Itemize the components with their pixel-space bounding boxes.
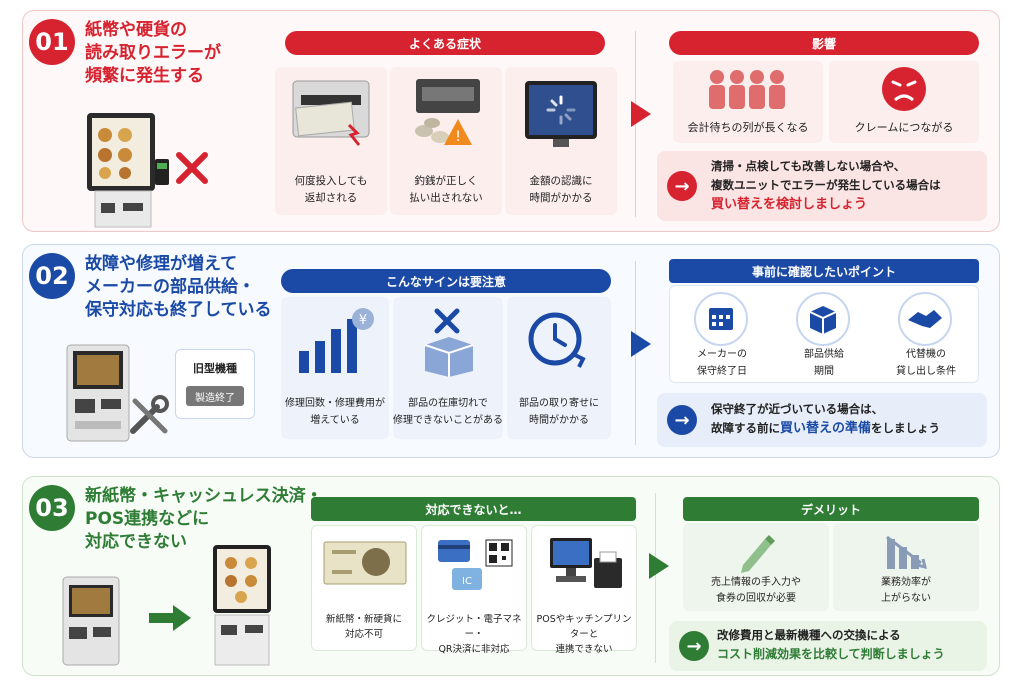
handshake-icon (898, 292, 952, 346)
cant-label: POSやキッチンプリンターと 連携できない (536, 614, 632, 655)
angry-face-icon (882, 67, 926, 111)
old-kiosk-illustration (66, 344, 130, 442)
cant-card: IC クレジット・電子マネー・ QR決済に非対応 (421, 525, 527, 655)
section-number: 01 (29, 19, 75, 65)
demerit-card: 売上情報の手入力や 食券の回収が必要 (683, 523, 829, 611)
svg-text:!: ! (455, 129, 461, 145)
demerit-label: 売上情報の手入力や 食券の回収が必要 (711, 577, 801, 604)
cashless-payment-icon: IC (438, 539, 513, 590)
declining-chart-icon (886, 535, 928, 570)
advice-note: → 改修費用と最新機種への交換による コスト削減効果を比較して判断しましょう (669, 621, 987, 671)
demerit-label: 業務効率が 上がらない (881, 577, 931, 604)
note-line: 改修費用と最新機種への交換による (717, 628, 901, 642)
impact-label: クレームにつながる (854, 121, 954, 134)
section-number: 02 (29, 253, 75, 299)
bill-reject-icon (292, 80, 370, 146)
cant-header: 対応できないと… (311, 497, 636, 521)
signs-header: こんなサインは要注意 (281, 269, 611, 293)
svg-text:¥: ¥ (359, 313, 367, 328)
clock-icon (528, 312, 586, 368)
symptom-card: 金額の認識に 時間がかかる (505, 67, 617, 215)
pos-printer-icon (550, 538, 622, 588)
cant-label: 新紙幣・新硬貨に 対応不可 (325, 614, 402, 640)
sign-card: 部品の取り寄せに 時間がかかる (507, 297, 611, 439)
impact-label: 会計待ちの列が長くなる (687, 121, 809, 134)
arrow-right-icon (649, 553, 669, 579)
queue-icon (709, 70, 785, 109)
sign-label: 部品の在庫切れで 修理できないことがある (393, 398, 503, 426)
out-of-stock-box-icon (424, 308, 474, 377)
new-kiosk-illustration (213, 545, 271, 666)
symptom-card: 何度投入しても 返却される (275, 67, 387, 215)
arrow-right-icon (631, 331, 651, 357)
note-emphasis: 買い替えの準備 (780, 421, 872, 436)
symptom-label: 釣銭が正しく 払い出されない (409, 175, 483, 204)
old-model-label: 旧型機種 (193, 362, 237, 375)
note-prefix: 故障する前に (711, 421, 780, 435)
coin-error-icon: ! (415, 79, 480, 145)
old-ticket-machine-illustration (62, 576, 120, 666)
section-title: 紙幣や硬貨の 読み取りエラーが 頻繁に発生する (85, 20, 221, 86)
error-x-icon (176, 152, 208, 184)
impact-card: 会計待ちの列が長くなる (673, 61, 823, 143)
demerit-card: 業務効率が 上がらない (833, 523, 979, 611)
check-label: 部品供給 期間 (804, 349, 844, 377)
old-model-card: 旧型機種 製造終了 (175, 349, 255, 419)
note-line: 保守終了が近づいている場合は、 (711, 402, 884, 416)
impact-card: クレームにつながる (829, 61, 979, 143)
symptom-card: ! 釣銭が正しく 払い出されない (390, 67, 502, 215)
impact-header: 影響 (669, 31, 979, 55)
check-points-card: メーカーの 保守終了日 部品供給 期間 代替機の 貸し出し条件 (669, 285, 979, 383)
svg-text:IC: IC (462, 576, 472, 587)
advice-note: → 清掃・点検しても改善しない場合や、 複数ユニットでエラーが発生している場合は… (657, 151, 987, 221)
note-suffix: をしましょう (871, 421, 941, 435)
check-label: 代替機の 貸し出し条件 (896, 349, 956, 377)
cant-label: クレジット・電子マネー・ QR決済に非対応 (426, 614, 522, 655)
section-02-panel: 02 故障や修理が増えて メーカーの部品供給・ 保守対応も終了している 旧型機種… (22, 244, 1000, 458)
upgrade-arrow-icon (149, 605, 191, 631)
check-header: 事前に確認したいポイント (669, 259, 979, 283)
sign-card: ¥ 修理回数・修理費用が 増えている (281, 297, 389, 439)
cant-card: 新紙幣・新硬貨に 対応不可 (311, 525, 417, 651)
cant-card: POSやキッチンプリンターと 連携できない (531, 525, 637, 655)
demerit-header: デメリット (683, 497, 979, 521)
section-03-panel: 03 新紙幣・キャッシュレス決済・ POS連携などに 対応できない 対応できない… (22, 476, 1000, 676)
note-line: 複数ユニットでエラーが発生している場合は (711, 178, 941, 192)
note-emphasis: 買い替えを検討しましょう (711, 197, 868, 212)
arrow-right-icon (631, 101, 651, 127)
section-title: 故障や修理が増えて メーカーの部品供給・ 保守対応も終了している (85, 254, 272, 320)
banknote-icon (323, 541, 407, 585)
section-01-panel: 01 紙幣や硬貨の 読み取りエラーが 頻繁に発生する よくある症状 何度投入して… (22, 10, 1000, 232)
arrow-circle-icon: → (679, 631, 709, 661)
touch-kiosk-illustration (87, 113, 169, 228)
sign-card: 部品の在庫切れで 修理できないことがある (393, 297, 503, 439)
loading-monitor-icon (525, 81, 597, 147)
repair-tools-icon (130, 395, 169, 434)
sign-label: 部品の取り寄せに 時間がかかる (519, 398, 599, 426)
symptom-label: 金額の認識に 時間がかかる (529, 175, 593, 204)
section-number: 03 (29, 485, 75, 531)
arrow-circle-icon: → (667, 171, 697, 201)
arrow-circle-icon: → (667, 405, 697, 435)
calendar-icon (694, 292, 748, 346)
sign-label: 修理回数・修理費用が 増えている (285, 398, 385, 426)
check-label: メーカーの 保守終了日 (697, 349, 747, 377)
symptoms-header: よくある症状 (285, 31, 605, 55)
section-title: 新紙幣・キャッシュレス決済・ POS連携などに 対応できない (85, 486, 323, 552)
rising-cost-chart-icon: ¥ (299, 308, 374, 373)
parts-box-icon (796, 292, 850, 346)
note-line: 清掃・点検しても改善しない場合や、 (711, 159, 906, 173)
advice-note: → 保守終了が近づいている場合は、 故障する前に買い替えの準備をしましょう (657, 393, 987, 447)
symptom-label: 何度投入しても 返却される (294, 175, 368, 204)
note-emphasis: コスト削減効果を比較して判断しましょう (717, 647, 945, 661)
pencil-icon (741, 535, 775, 573)
discontinued-badge: 製造終了 (186, 386, 244, 406)
